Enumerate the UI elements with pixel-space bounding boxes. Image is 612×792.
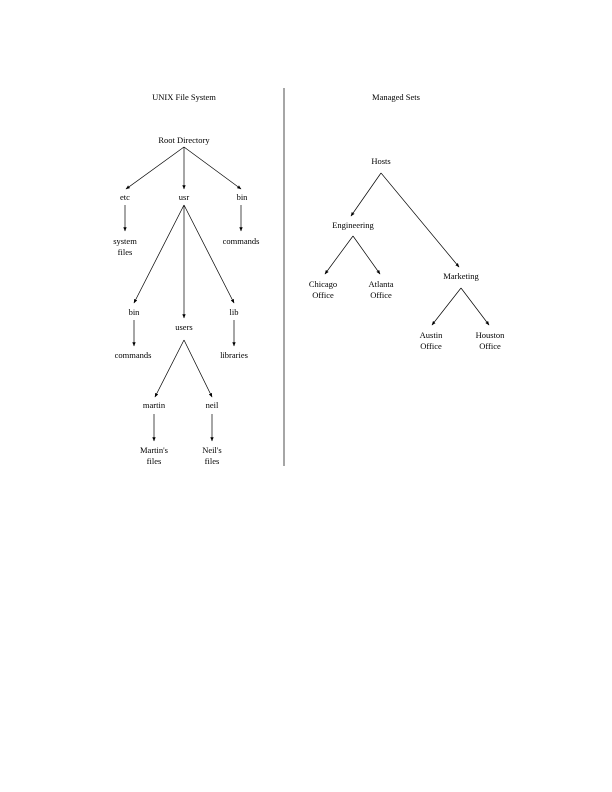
node-hosts-line-1: Hosts xyxy=(371,156,390,166)
node-root-line-1: Root Directory xyxy=(158,135,210,145)
edge-users-to-neil xyxy=(183,339,213,398)
node-bin-usr: bin xyxy=(129,307,141,317)
edge-root-to-bin-top xyxy=(183,146,242,190)
node-lib-line-1: lib xyxy=(230,307,239,317)
node-hosts: Hosts xyxy=(371,156,390,166)
node-usr: usr xyxy=(179,192,190,202)
node-marketing-line-1: Marketing xyxy=(443,271,479,281)
node-martins-files-line-1: Martin's xyxy=(140,445,168,455)
node-chicago-line-2: Office xyxy=(312,290,334,300)
unix-file-system-title: UNIX File System xyxy=(152,92,216,102)
node-root: Root Directory xyxy=(158,135,210,145)
node-engineering: Engineering xyxy=(332,220,374,230)
edge-engineering-to-chicago xyxy=(324,235,354,275)
edge-hosts-to-engineering xyxy=(350,172,382,217)
node-commands-usr-line-1: commands xyxy=(115,350,152,360)
node-users-line-1: users xyxy=(175,322,192,332)
node-houston-line-2: Office xyxy=(479,341,501,351)
node-commands-usr: commands xyxy=(115,350,152,360)
node-chicago-line-1: Chicago xyxy=(309,279,337,289)
edge-marketing-to-houston xyxy=(460,287,490,326)
node-libraries: libraries xyxy=(220,350,248,360)
node-austin-line-2: Office xyxy=(420,341,442,351)
edge-usr-to-bin-usr xyxy=(133,204,185,304)
node-austin-line-1: Austin xyxy=(420,330,443,340)
node-martin: martin xyxy=(143,400,166,410)
node-neils-files-line-2: files xyxy=(205,456,220,466)
node-atlanta-line-1: Atlanta xyxy=(368,279,393,289)
node-etc-line-1: etc xyxy=(120,192,130,202)
tree-edges xyxy=(123,146,490,442)
edge-marketing-to-austin xyxy=(431,287,462,326)
edge-usr-to-lib xyxy=(183,204,235,304)
node-neil: neil xyxy=(206,400,219,410)
node-bin-top: bin xyxy=(237,192,249,202)
edge-engineering-to-atlanta xyxy=(352,235,381,275)
node-neil-line-1: neil xyxy=(206,400,219,410)
node-bin-usr-line-1: bin xyxy=(129,307,141,317)
edge-hosts-to-marketing xyxy=(380,172,460,268)
node-bin-top-line-1: bin xyxy=(237,192,249,202)
node-marketing: Marketing xyxy=(443,271,479,281)
edge-root-to-etc xyxy=(125,146,185,190)
node-lib: lib xyxy=(230,307,239,317)
edge-users-to-martin xyxy=(154,339,185,398)
node-libraries-line-1: libraries xyxy=(220,350,248,360)
node-users: users xyxy=(175,322,192,332)
node-atlanta-line-2: Office xyxy=(370,290,392,300)
node-engineering-line-1: Engineering xyxy=(332,220,374,230)
managed-sets-title: Managed Sets xyxy=(372,92,420,102)
node-usr-line-1: usr xyxy=(179,192,190,202)
node-etc: etc xyxy=(120,192,130,202)
node-martins-files-line-2: files xyxy=(147,456,162,466)
node-commands-top-line-1: commands xyxy=(223,236,260,246)
node-houston-line-1: Houston xyxy=(476,330,506,340)
node-system-files-line-1: system xyxy=(113,236,137,246)
node-commands-top: commands xyxy=(223,236,260,246)
node-neils-files-line-1: Neil's xyxy=(202,445,221,455)
node-martin-line-1: martin xyxy=(143,400,166,410)
node-system-files-line-2: files xyxy=(118,247,133,257)
